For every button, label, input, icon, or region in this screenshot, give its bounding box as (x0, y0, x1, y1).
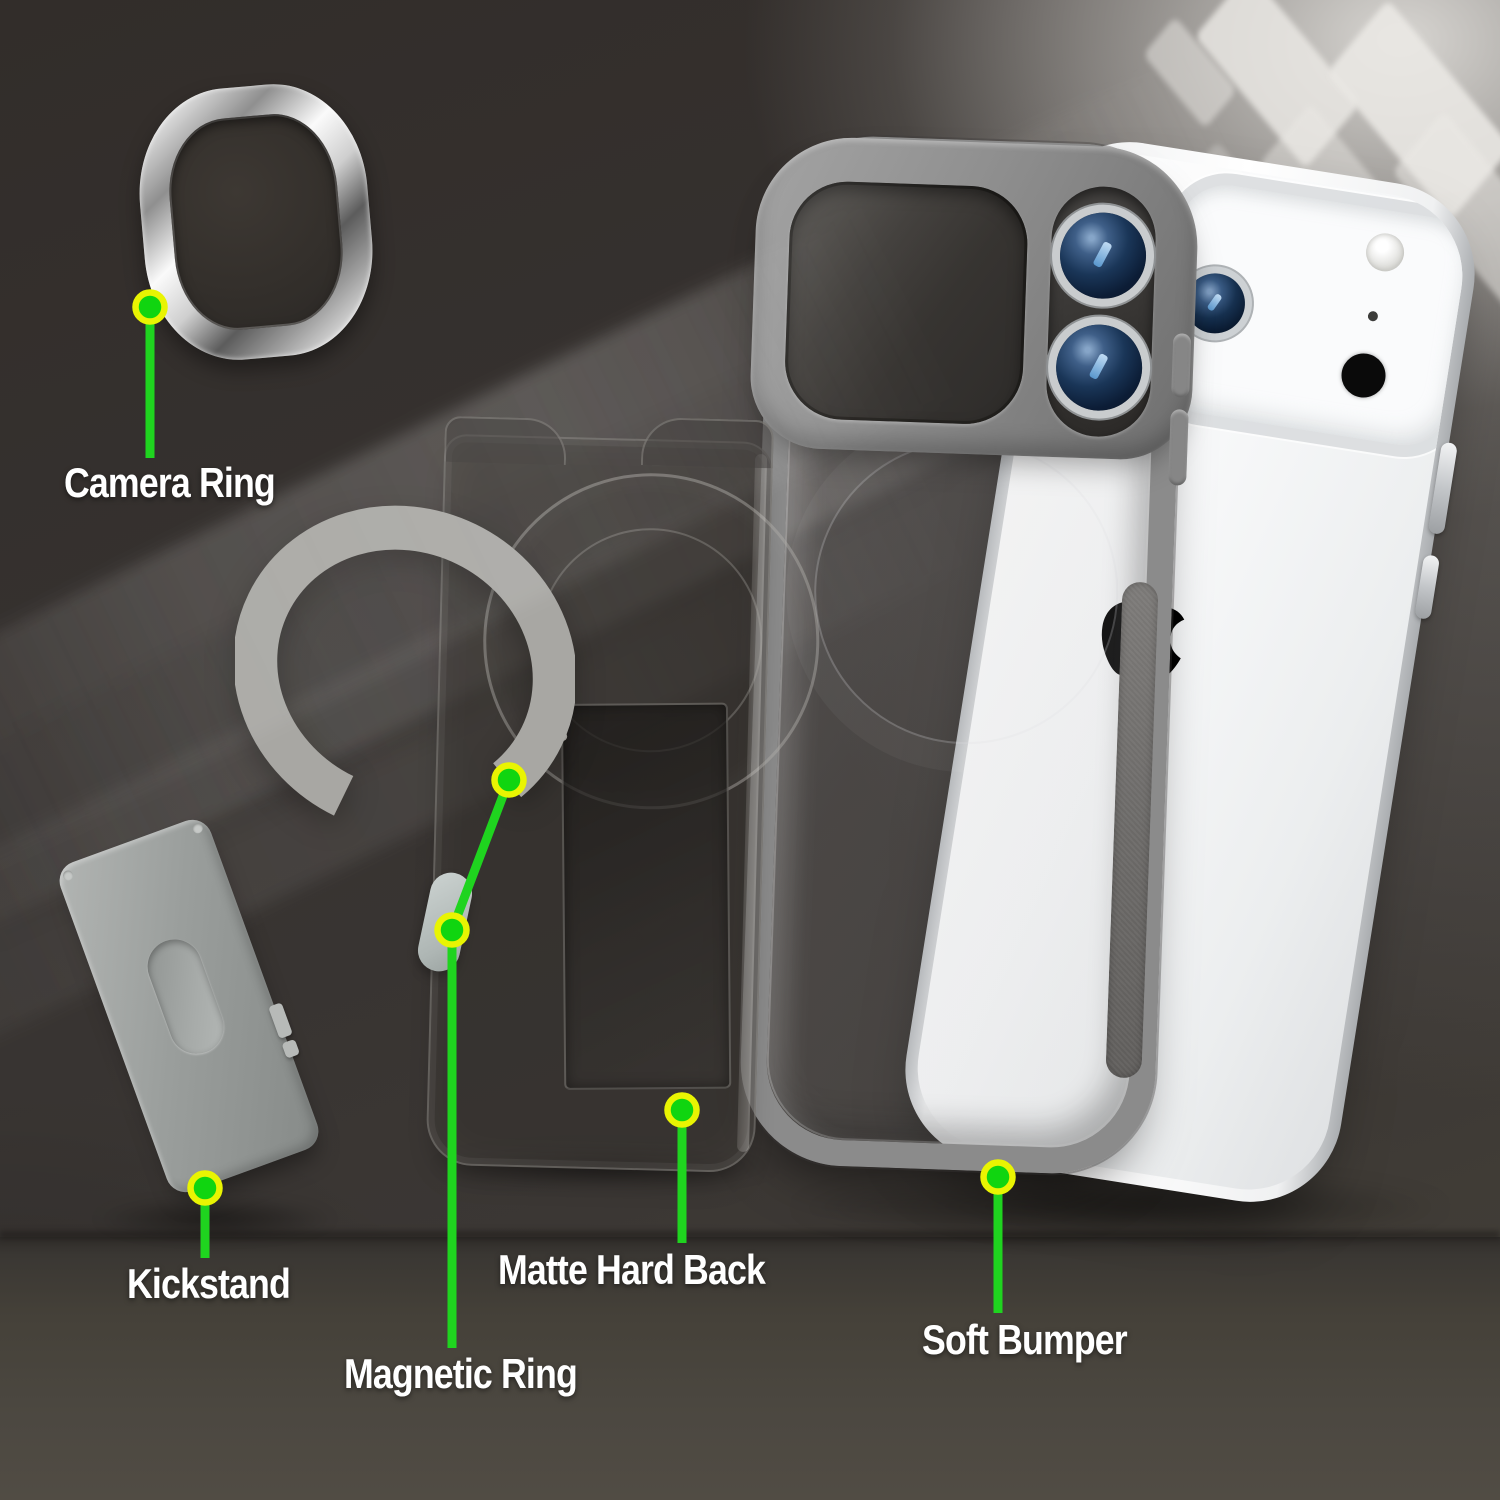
phone-mic-dot (1367, 310, 1379, 322)
case-side-button (1171, 333, 1192, 398)
phone-side-button (1414, 554, 1441, 620)
case-camera-module (748, 134, 1201, 462)
kickstand-slot (139, 931, 231, 1061)
kickstand-hinge (281, 1038, 300, 1059)
case-lens-icon (1058, 211, 1148, 301)
callout-label-matte-hard-back: Matte Hard Back (498, 1246, 766, 1293)
case-lens-icon (1054, 323, 1144, 413)
case-lens-opening (1044, 184, 1158, 439)
phone-camera-plateau (1149, 178, 1475, 453)
callout-label-magnetic-ring: Magnetic Ring (344, 1350, 578, 1397)
magnetic-ring (235, 505, 575, 835)
case-camera-window (783, 179, 1030, 426)
panel-kickstand-recess (557, 702, 732, 1090)
kickstand-pin (61, 869, 75, 882)
phone-flash-icon (1363, 230, 1407, 275)
phone-second-lens-icon (1338, 350, 1389, 401)
kickstand-pin (191, 821, 205, 835)
kickstand-hinge (268, 1002, 293, 1039)
callout-label-kickstand: Kickstand (127, 1260, 291, 1307)
case-side-button (1168, 409, 1189, 486)
callout-label-soft-bumper: Soft Bumper (922, 1316, 1128, 1363)
floor-seam-line (0, 1231, 1500, 1239)
magnetic-ring-arc (235, 505, 575, 835)
kickstand-part (53, 814, 325, 1198)
camera-ring-part (130, 76, 382, 368)
floor (0, 1237, 1500, 1500)
callout-label-camera-ring: Camera Ring (64, 459, 276, 506)
camera-ring-hole (163, 109, 349, 335)
